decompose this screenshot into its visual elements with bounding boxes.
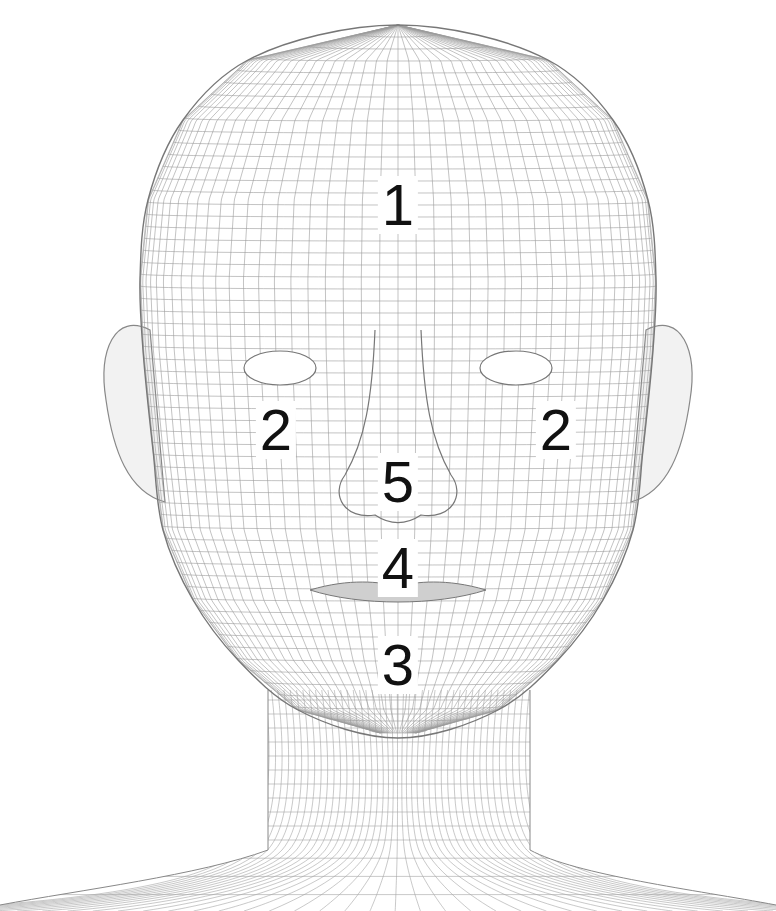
callout-number: 2 xyxy=(256,401,296,459)
mesh-line xyxy=(229,25,398,733)
mesh-line xyxy=(519,690,776,911)
mesh-line xyxy=(361,25,398,733)
mesh-line xyxy=(146,25,398,733)
mesh-line xyxy=(172,25,398,733)
neck-mesh xyxy=(0,690,776,911)
mesh-line xyxy=(0,690,302,911)
mesh-line xyxy=(118,690,334,911)
mesh-line xyxy=(398,25,567,733)
mesh-line xyxy=(398,25,471,733)
mesh-line xyxy=(398,25,604,733)
eye-opening xyxy=(480,351,552,385)
mesh-line xyxy=(486,690,773,911)
mesh-line xyxy=(380,25,398,733)
mesh-line xyxy=(398,25,624,733)
mesh-line xyxy=(325,25,398,733)
mesh-line xyxy=(398,25,653,733)
mesh-line xyxy=(398,25,435,733)
nose xyxy=(339,330,457,523)
callout-number: 2 xyxy=(536,401,576,459)
mesh-line xyxy=(42,690,314,911)
mesh-line xyxy=(194,690,354,911)
mesh-line xyxy=(398,25,453,733)
mesh-line xyxy=(219,690,360,911)
mesh-line xyxy=(68,690,322,911)
neck-outline xyxy=(0,690,268,905)
mesh-line xyxy=(163,25,398,733)
head-mesh xyxy=(140,25,656,733)
mesh-line xyxy=(398,25,645,733)
mesh-line xyxy=(0,700,776,701)
mesh-line xyxy=(308,25,398,733)
mesh-line xyxy=(398,25,656,733)
mesh-line xyxy=(398,25,640,733)
callout-number: 4 xyxy=(378,539,418,597)
mesh-line xyxy=(156,25,398,733)
mesh-line xyxy=(0,798,776,799)
mesh-line xyxy=(140,25,398,733)
mesh-line xyxy=(192,25,398,733)
mesh-line xyxy=(454,690,647,911)
mesh-line xyxy=(398,25,399,733)
mesh-line xyxy=(0,714,776,715)
mesh-line xyxy=(0,876,776,877)
mesh-line xyxy=(398,25,593,733)
head-outline xyxy=(140,25,656,738)
mesh-line xyxy=(93,690,328,911)
mesh-line xyxy=(398,25,553,733)
mesh-line xyxy=(370,690,393,911)
mesh-line xyxy=(243,25,398,733)
mesh-line xyxy=(343,25,398,733)
mesh-line xyxy=(294,690,377,911)
mesh-line xyxy=(448,690,622,911)
mesh-line xyxy=(398,25,655,733)
mesh-line xyxy=(203,25,398,733)
mesh-line xyxy=(506,690,776,911)
mesh-line xyxy=(493,690,776,911)
mesh-line xyxy=(0,742,776,743)
mesh-line xyxy=(0,690,295,911)
mesh-line xyxy=(526,690,776,911)
mesh-line xyxy=(499,690,776,911)
neck-outline xyxy=(530,690,776,905)
mesh-line xyxy=(181,25,398,733)
mesh-line xyxy=(0,826,776,827)
eye-opening xyxy=(244,351,316,385)
mesh-line xyxy=(0,770,776,771)
mesh-line xyxy=(17,690,308,911)
mesh-line xyxy=(168,690,347,911)
mesh-line xyxy=(512,690,776,911)
mesh-line xyxy=(151,25,398,733)
mesh-line xyxy=(0,690,282,911)
mesh-line xyxy=(0,840,776,841)
mesh-line xyxy=(398,25,633,733)
mesh-line xyxy=(398,25,580,733)
callout-number: 3 xyxy=(378,636,418,694)
mesh-line xyxy=(398,25,416,733)
mesh-line xyxy=(143,25,398,733)
mesh-line xyxy=(398,25,650,733)
mesh-line xyxy=(0,690,263,911)
mesh-line xyxy=(216,25,398,733)
mesh-line xyxy=(141,25,398,733)
mesh-line xyxy=(0,784,776,785)
mesh-line xyxy=(0,690,276,911)
mesh-line xyxy=(395,690,397,911)
callout-number: 5 xyxy=(378,453,418,511)
callout-number: 1 xyxy=(378,176,418,234)
